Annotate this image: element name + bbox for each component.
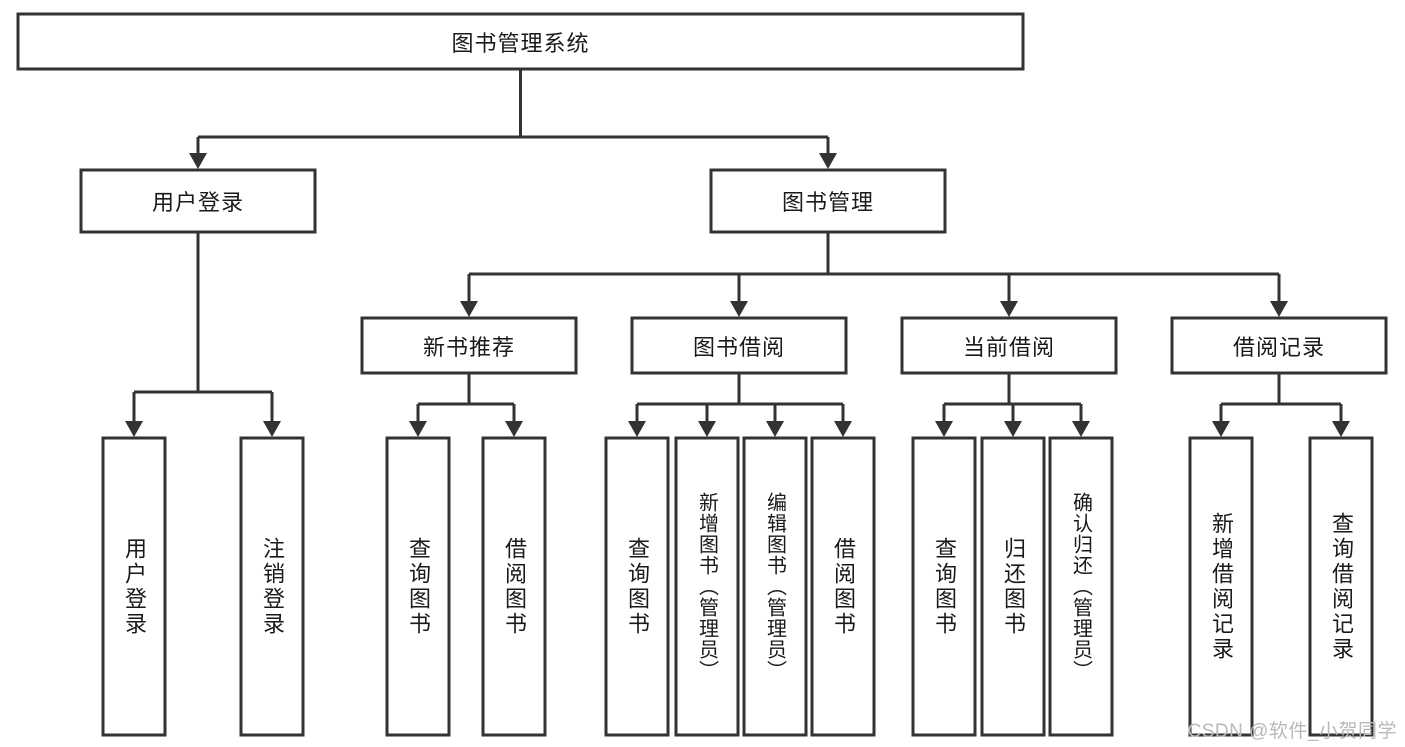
arrow-head-icon (834, 421, 852, 437)
node-layer (16, 12, 1388, 737)
arrow-head-icon (1270, 301, 1288, 317)
arrow-head-icon (505, 421, 523, 437)
node-box-book-borrow[interactable] (630, 316, 848, 375)
arrow-head-icon (1072, 421, 1090, 437)
arrow-head-icon (409, 421, 427, 437)
watermark-text: CSDN @软件_小贺同学 (1187, 721, 1397, 742)
node-box-leaf-query-book-2[interactable] (604, 436, 670, 737)
node-box-leaf-borrow-book-1[interactable] (481, 436, 547, 737)
node-box-new-book-recommend[interactable] (360, 316, 578, 375)
node-box-leaf-query-book-1[interactable] (385, 436, 451, 737)
arrow-head-icon (1004, 421, 1022, 437)
node-box-borrow-record[interactable] (1170, 316, 1388, 375)
node-box-leaf-user-logout[interactable] (239, 436, 305, 737)
node-box-leaf-query-book-3[interactable] (911, 436, 977, 737)
arrow-head-icon (263, 421, 281, 437)
arrow-head-icon (189, 153, 207, 169)
arrow-head-icon (125, 421, 143, 437)
arrow-head-icon (935, 421, 953, 437)
node-box-user-login[interactable] (79, 168, 317, 234)
node-box-root[interactable] (16, 12, 1025, 71)
connector-layer (125, 69, 1350, 437)
node-box-leaf-return-book[interactable] (980, 436, 1046, 737)
arrow-head-icon (1332, 421, 1350, 437)
arrow-head-icon (628, 421, 646, 437)
node-box-current-borrow[interactable] (900, 316, 1118, 375)
arrow-head-icon (460, 301, 478, 317)
node-box-leaf-add-book[interactable] (674, 436, 740, 737)
node-box-book-manage[interactable] (709, 168, 947, 234)
node-box-leaf-user-login[interactable] (101, 436, 167, 737)
arrow-head-icon (1000, 301, 1018, 317)
node-box-leaf-add-record[interactable] (1188, 436, 1254, 737)
node-box-leaf-borrow-book-2[interactable] (810, 436, 876, 737)
arrow-head-icon (698, 421, 716, 437)
arrow-head-icon (730, 301, 748, 317)
arrow-head-icon (819, 153, 837, 169)
node-box-leaf-query-record[interactable] (1308, 436, 1374, 737)
arrow-head-icon (1212, 421, 1230, 437)
arrow-head-icon (766, 421, 784, 437)
node-box-leaf-edit-book[interactable] (742, 436, 808, 737)
node-box-leaf-confirm-return[interactable] (1048, 436, 1114, 737)
